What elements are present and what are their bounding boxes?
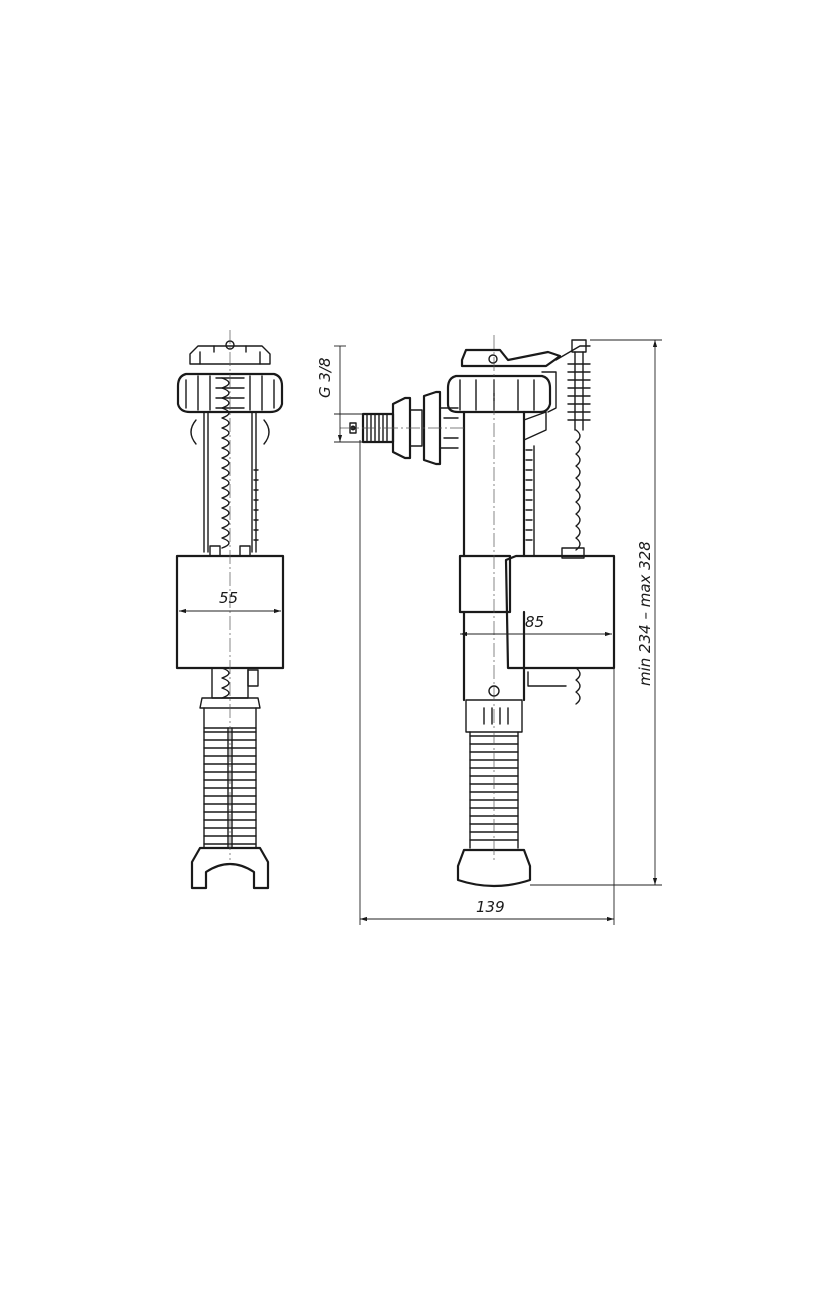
dimension-front-width: 55 (219, 589, 238, 607)
dimension-height-range: min 234 – max 328 (636, 541, 654, 686)
dimension-overall-width: 139 (476, 898, 505, 916)
side-view (349, 339, 616, 888)
dimension-thread: G 3/8 (316, 357, 334, 398)
adjustment-rod (561, 339, 591, 705)
dimension-side-width: 85 (525, 613, 544, 631)
front-view (175, 340, 285, 890)
